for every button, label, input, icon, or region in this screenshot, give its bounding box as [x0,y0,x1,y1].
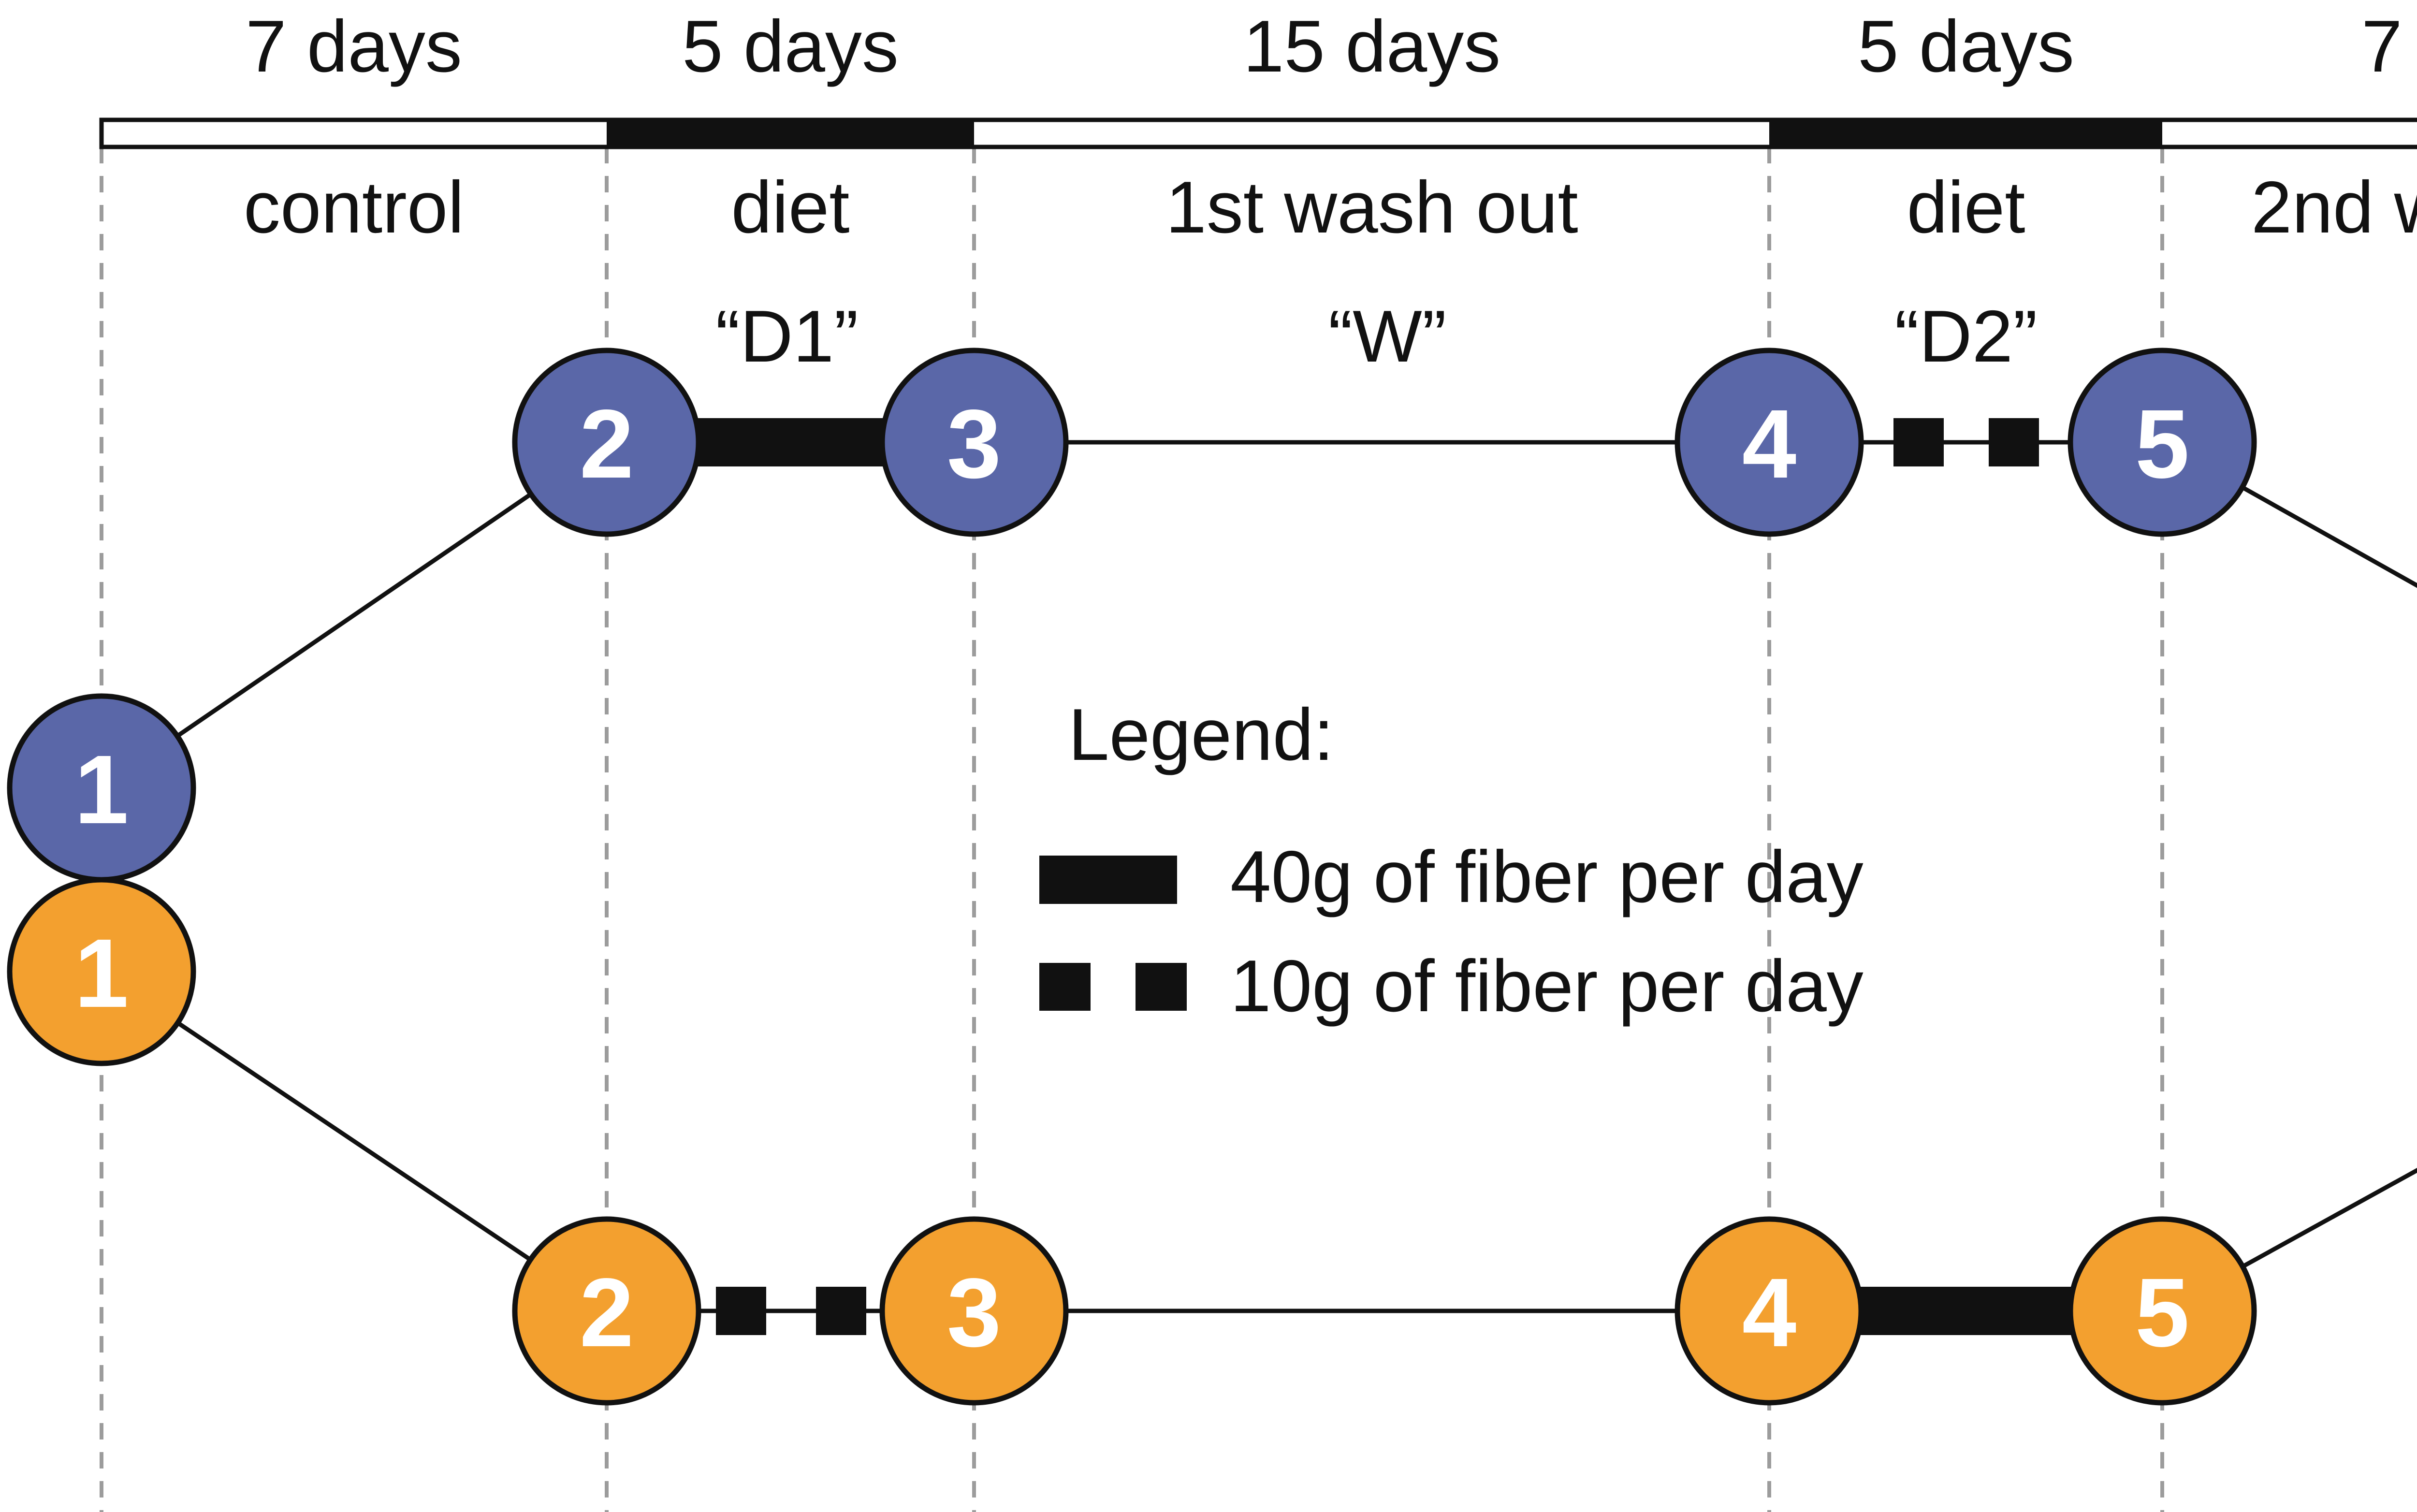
blue-node-2 [512,348,701,537]
blue-node-number: 4 [1742,389,1796,498]
legend-title: Legend: [1068,694,1334,776]
orange-node-1 [7,877,196,1066]
orange-node-number: 3 [947,1258,1001,1367]
orange-node-number: 4 [1742,1258,1796,1367]
orange-arm-connector-5-6 [2161,1168,2417,1313]
orange-node-number: 5 [2135,1258,2189,1367]
blue-node-number: 3 [947,389,1001,498]
period-code-label: “D2” [1894,295,2038,378]
phase-label: 2nd wash out [2251,166,2417,248]
duration-label: 7 days [246,5,462,87]
orange-arm-connector-1-2 [100,970,608,1313]
period-code-label: “D1” [715,295,859,378]
legend-10g-swatch-square [1039,963,1091,1011]
blue-arm-10g-square [1893,418,1944,466]
blue-arm-10g-square [1989,418,2039,466]
duration-label: 5 days [682,5,899,87]
blue-arm-connector-5-6 [2161,440,2417,588]
orange-arm-10g-square [716,1287,766,1335]
legend-40g-swatch [1039,856,1177,904]
legend-10g-label: 10g of fiber per day [1230,945,1864,1027]
period-code-label: “W” [1328,295,1447,378]
orange-node-5 [2068,1216,2257,1406]
orange-arm-10g-square [816,1287,866,1335]
legend-10g-swatch-square [1136,963,1187,1011]
duration-label: 7 days [2361,5,2417,87]
phase-label: control [244,166,464,248]
legend-40g-label: 40g of fiber per day [1230,836,1864,918]
blue-node-3 [879,348,1069,537]
orange-node-4 [1674,1216,1864,1406]
blue-node-number: 5 [2135,389,2189,498]
timeline-bar-diet1-segment [607,120,974,147]
timeline-bar-outline [99,117,2417,149]
orange-node-number: 1 [74,918,129,1028]
blue-node-number: 1 [74,735,129,844]
blue-arm-connector-1-2 [100,440,608,790]
duration-label: 15 days [1243,5,1500,87]
phase-label: diet [731,166,849,248]
timeline-bar-diet2-segment [1769,120,2162,147]
orange-node-number: 2 [580,1258,634,1367]
phase-label: 1st wash out [1165,166,1578,248]
phase-label: diet [1907,166,2025,248]
blue-node-5 [2068,348,2257,537]
duration-label: 5 days [1858,5,2074,87]
blue-node-number: 2 [580,389,634,498]
blue-node-4 [1674,348,1864,537]
orange-node-2 [512,1216,701,1406]
orange-node-3 [879,1216,1069,1406]
